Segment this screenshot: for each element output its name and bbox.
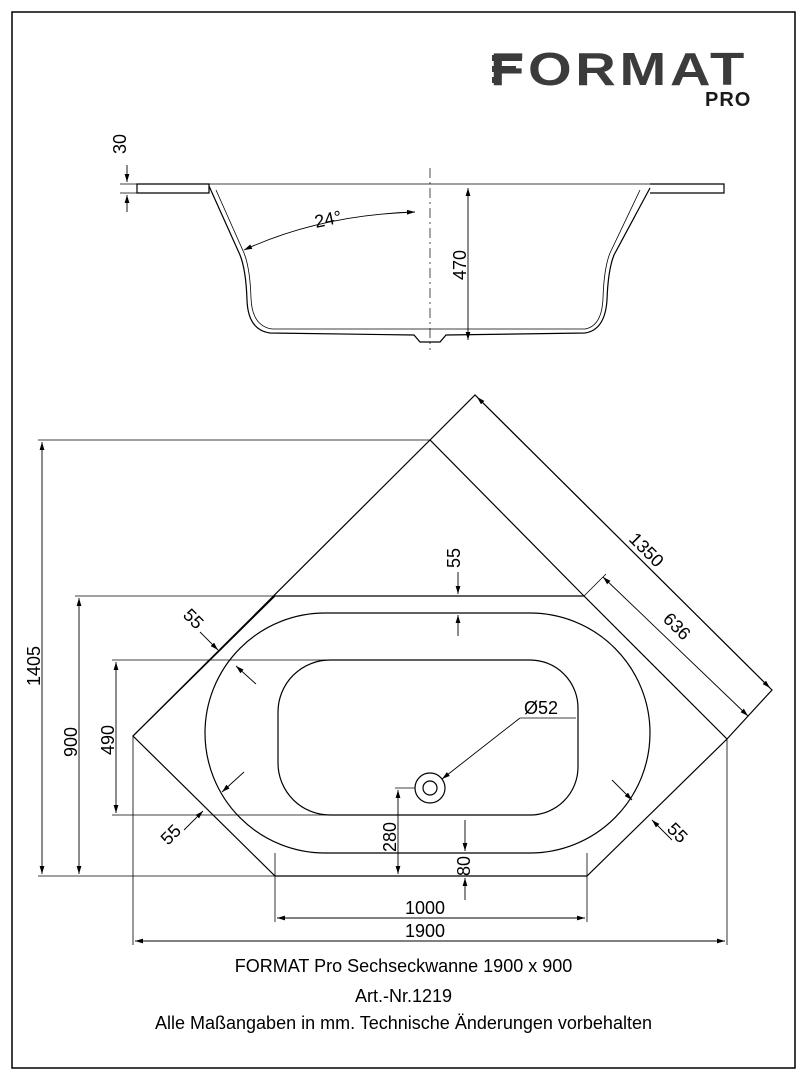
format-pro-logo: FORMAT PRO (490, 43, 751, 111)
drain-outer (414, 772, 446, 804)
corner-diamond (132, 439, 585, 737)
oval-rim (204, 612, 651, 854)
caption-article-number: Art.-Nr.1219 (354, 986, 453, 1006)
dim-right-margin-lower: 55 (663, 819, 691, 847)
sheet-frame (11, 11, 796, 1069)
tub-profile (208, 185, 651, 343)
drain-leader (441, 717, 521, 780)
side-section-view: 30 470 24° (110, 134, 725, 350)
dim-drain-diameter: Ø52 (524, 698, 558, 718)
logo-ornament (492, 55, 522, 83)
dim-left-margin-lower: 55 (157, 821, 185, 849)
tub-rim (136, 183, 210, 194)
dim-total-length: 1900 (405, 921, 445, 941)
dim-line-1350 (476, 396, 771, 689)
dim-slope-angle: 24° (313, 207, 344, 232)
tub-rim-right (650, 183, 725, 194)
corner-diamond-back (429, 394, 773, 740)
dim-left-margin-upper: 55 (179, 605, 207, 633)
tub-profile-inner (215, 189, 641, 330)
dim-depth: 470 (450, 250, 470, 280)
dim-bottom-margin: 80 (454, 856, 474, 876)
dim-outer-height: 1405 (24, 646, 44, 686)
angle-arc (243, 209, 416, 251)
dim-inner-length: 1000 (405, 898, 445, 918)
outer-hexagon (132, 595, 728, 877)
dim-line-636 (602, 576, 749, 717)
plan-view: 1405 900 490 1350 636 55 55 55 55 Ø52 (24, 394, 773, 945)
dim-rim-height: 30 (110, 134, 130, 154)
logo-sub: PRO (705, 89, 751, 111)
logo-brand: FORMAT (490, 43, 748, 95)
dim-total-depth: 900 (61, 727, 81, 757)
dim-top-margin: 55 (444, 548, 464, 568)
caption-disclaimer: Alle Maßangaben in mm. Technische Änderu… (155, 1013, 652, 1033)
dim-inner-depth: 490 (98, 725, 118, 755)
dim-diagonal-inner: 636 (659, 609, 694, 644)
inner-basin (277, 659, 579, 816)
caption-title: FORMAT Pro Sechseckwanne 1900 x 900 (234, 956, 573, 976)
drain-inner (422, 780, 438, 796)
dim-drain-offset: 280 (380, 822, 400, 852)
